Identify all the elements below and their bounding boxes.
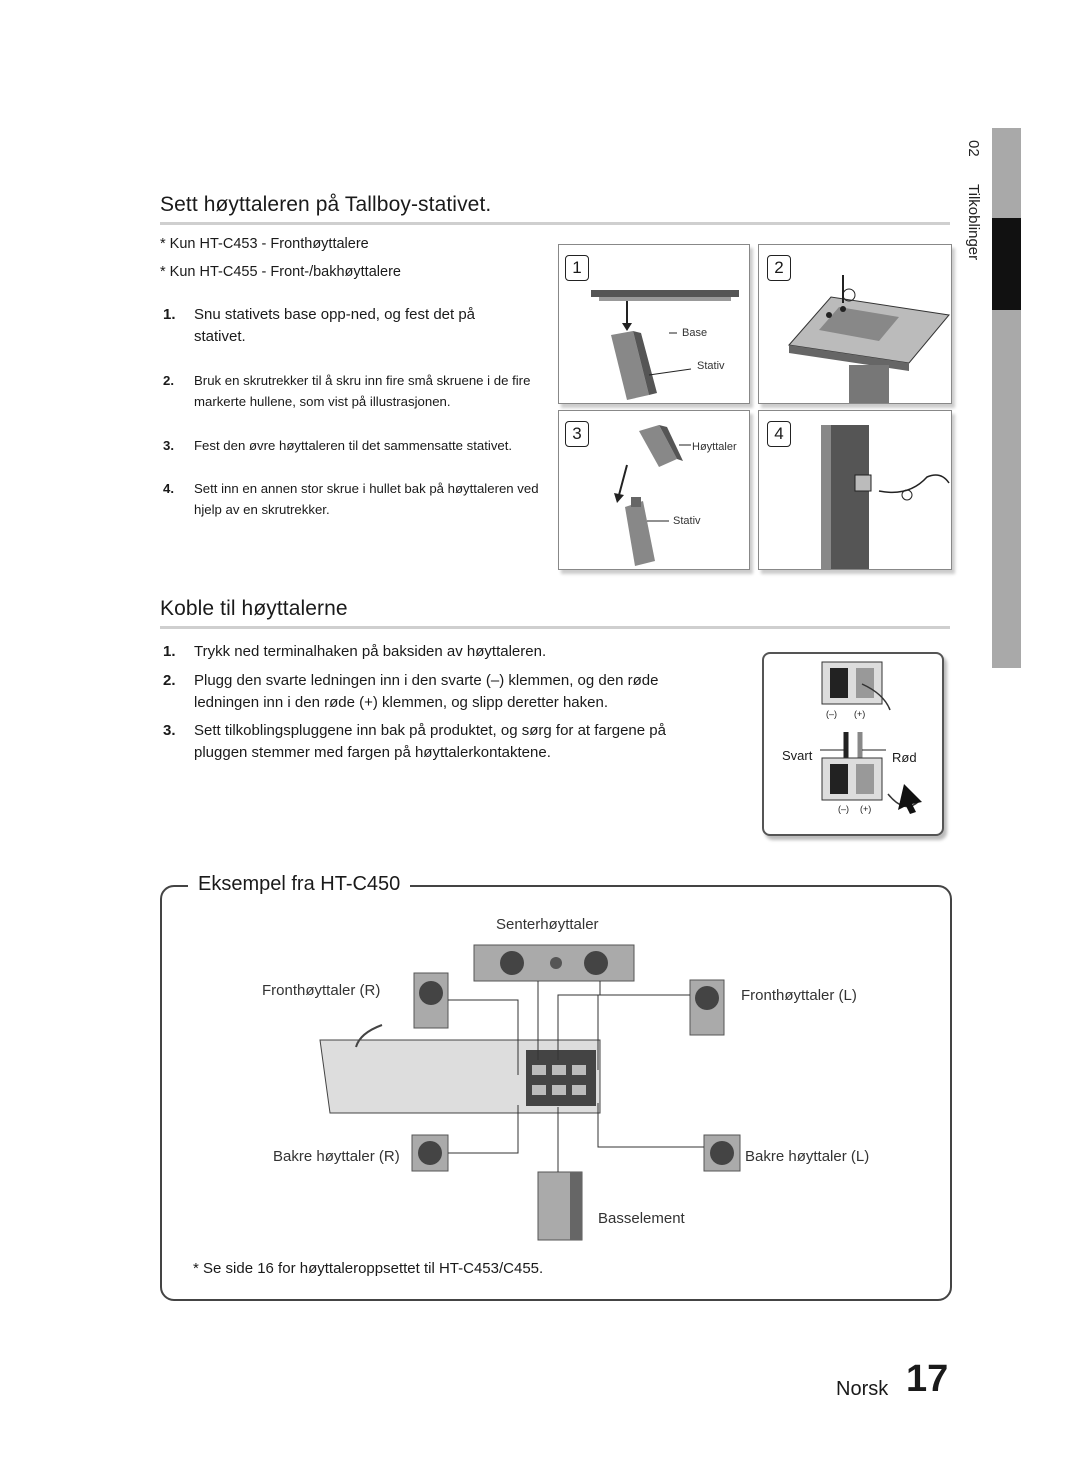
chapter-name: Tilkoblinger bbox=[965, 184, 982, 261]
figure-panel-4: 4 bbox=[758, 410, 952, 570]
section2-rule bbox=[160, 626, 950, 629]
speaker-attach-illustration bbox=[614, 425, 691, 566]
base-screws-illustration bbox=[788, 275, 950, 403]
figure-number: 4 bbox=[767, 421, 791, 447]
step-text: Sett inn en annen stor skrue i hullet ba… bbox=[194, 481, 539, 517]
label-base: Base bbox=[682, 327, 708, 339]
section1-step-1: 1. Snu stativets base opp-ned, og fest d… bbox=[163, 304, 543, 350]
terminal-figure: (–) (+) Svart Rød (–) (+) bbox=[762, 652, 944, 836]
footer-language: Norsk bbox=[836, 1378, 889, 1400]
step-number: 3. bbox=[163, 438, 174, 453]
step-number: 1. bbox=[163, 306, 176, 323]
example-box bbox=[160, 885, 952, 1301]
section2-step-1: 1. Trykk ned terminalhaken på baksiden a… bbox=[163, 641, 743, 665]
step-number: 4. bbox=[163, 481, 174, 496]
example-title: Eksempel fra HT-C450 bbox=[188, 873, 411, 896]
side-tab-white bbox=[965, 128, 992, 668]
section1-step-4: 4. Sett inn en annen stor skrue i hullet… bbox=[163, 478, 553, 524]
note-2: * Kun HT-C455 - Front-/bakhøyttalere bbox=[160, 264, 401, 280]
terminal-illustration bbox=[820, 661, 922, 814]
figure-number: 2 bbox=[767, 255, 791, 281]
step-text: Plugg den svarte ledningen inn i den sva… bbox=[194, 672, 659, 711]
label-speaker: Høyttaler bbox=[692, 441, 737, 453]
figure-panel-3: 3 Høyttaler Stativ bbox=[558, 410, 750, 570]
label-subwoofer: Basselement bbox=[598, 1210, 685, 1227]
section2-title: Koble til høyttalerne bbox=[160, 597, 348, 620]
label-rear-right: Bakre høyttaler (R) bbox=[273, 1148, 400, 1165]
terminal-plus-top: (+) bbox=[854, 709, 866, 719]
label-stand: Stativ bbox=[673, 515, 701, 527]
speaker-layout-diagram bbox=[319, 944, 741, 1241]
label-center-speaker: Senterhøyttaler bbox=[496, 916, 599, 933]
section1-rule bbox=[160, 222, 950, 225]
example-footnote: * Se side 16 for høyttaleroppsettet til … bbox=[193, 1260, 544, 1277]
label-front-right: Fronthøyttaler (R) bbox=[262, 982, 381, 999]
step-text: Trykk ned terminalhaken på baksiden av h… bbox=[194, 643, 547, 660]
step-number: 2. bbox=[163, 373, 174, 388]
step-number: 1. bbox=[163, 643, 176, 660]
step-number: 2. bbox=[163, 672, 176, 689]
page-number: 17 bbox=[906, 1358, 949, 1400]
step-text: Snu stativets base opp-ned, og fest det … bbox=[194, 306, 476, 345]
figure-panel-2: 2 bbox=[758, 244, 952, 404]
label-stand: Stativ bbox=[697, 360, 725, 372]
side-tab-marker bbox=[992, 218, 1021, 310]
speaker-screw-illustration bbox=[821, 425, 950, 569]
step-number: 3. bbox=[163, 722, 176, 739]
section1-step-2: 2. Bruk en skrutrekker til å skru inn fi… bbox=[163, 370, 553, 416]
section2-step-2: 2. Plugg den svarte ledningen inn i den … bbox=[163, 670, 743, 716]
label-rear-left: Bakre høyttaler (L) bbox=[745, 1148, 870, 1165]
figure-number: 3 bbox=[565, 421, 589, 447]
stand-base-illustration bbox=[591, 290, 739, 400]
section1-step-3: 3. Fest den øvre høyttaleren til det sam… bbox=[163, 435, 553, 459]
section1-title: Sett høyttaleren på Tallboy-stativet. bbox=[160, 193, 492, 216]
step-text: Fest den øvre høyttaleren til det sammen… bbox=[194, 438, 513, 453]
label-front-left: Fronthøyttaler (L) bbox=[741, 987, 857, 1004]
terminal-minus-bottom: (–) bbox=[838, 804, 849, 814]
note-1: * Kun HT-C453 - Fronthøyttalere bbox=[160, 236, 369, 252]
red-label: Rød bbox=[892, 750, 917, 765]
figure-panel-1: 1 Base Stativ bbox=[558, 244, 750, 404]
chapter-number: 02 bbox=[965, 140, 982, 157]
terminal-plus-bottom: (+) bbox=[860, 804, 872, 814]
terminal-minus-top: (–) bbox=[826, 709, 837, 719]
step-text: Bruk en skrutrekker til å skru inn fire … bbox=[194, 373, 531, 409]
section2-step-3: 3. Sett tilkoblingspluggene inn bak på p… bbox=[163, 720, 743, 766]
black-label: Svart bbox=[782, 748, 813, 763]
figure-number: 1 bbox=[565, 255, 589, 281]
step-text: Sett tilkoblingspluggene inn bak på prod… bbox=[194, 722, 666, 761]
